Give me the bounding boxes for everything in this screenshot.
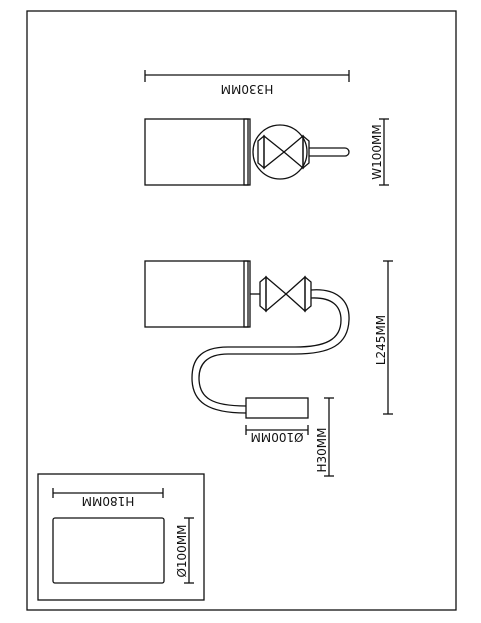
inset-shade-outline — [52, 517, 165, 584]
side-view: L245MM Ø100MM H30MM — [144, 260, 393, 477]
inset-diameter-dimension — [184, 517, 194, 584]
side-socket — [259, 275, 312, 313]
top-arm-rod — [309, 147, 350, 157]
shade-detail-inset: H180MM Ø100MM — [37, 473, 205, 601]
top-height-dimension — [144, 70, 350, 82]
side-length-label: L245MM — [374, 315, 388, 365]
inset-frame — [37, 473, 205, 601]
inset-height-label: H180MM — [82, 494, 135, 508]
base-height-label: H30MM — [315, 428, 329, 473]
base-height-dimension — [324, 397, 334, 477]
top-width-label: W100MM — [370, 124, 384, 179]
base-diameter-label: Ø100MM — [250, 430, 303, 444]
top-shade — [144, 118, 251, 186]
top-height-label: H330MM — [221, 82, 274, 96]
side-shade — [144, 260, 251, 328]
side-length-dimension — [383, 260, 393, 415]
base-diameter-dimension — [245, 425, 309, 435]
side-gooseneck-arm — [191, 289, 350, 414]
top-socket — [257, 134, 310, 170]
top-view: H330MM W100MM — [144, 70, 389, 186]
inset-diameter-label: Ø100MM — [175, 524, 189, 577]
drawing-border — [26, 10, 457, 611]
inset-height-dimension — [52, 488, 164, 498]
top-width-dimension — [379, 118, 389, 186]
side-base-plate — [245, 397, 309, 419]
top-socket-circle — [252, 124, 308, 180]
